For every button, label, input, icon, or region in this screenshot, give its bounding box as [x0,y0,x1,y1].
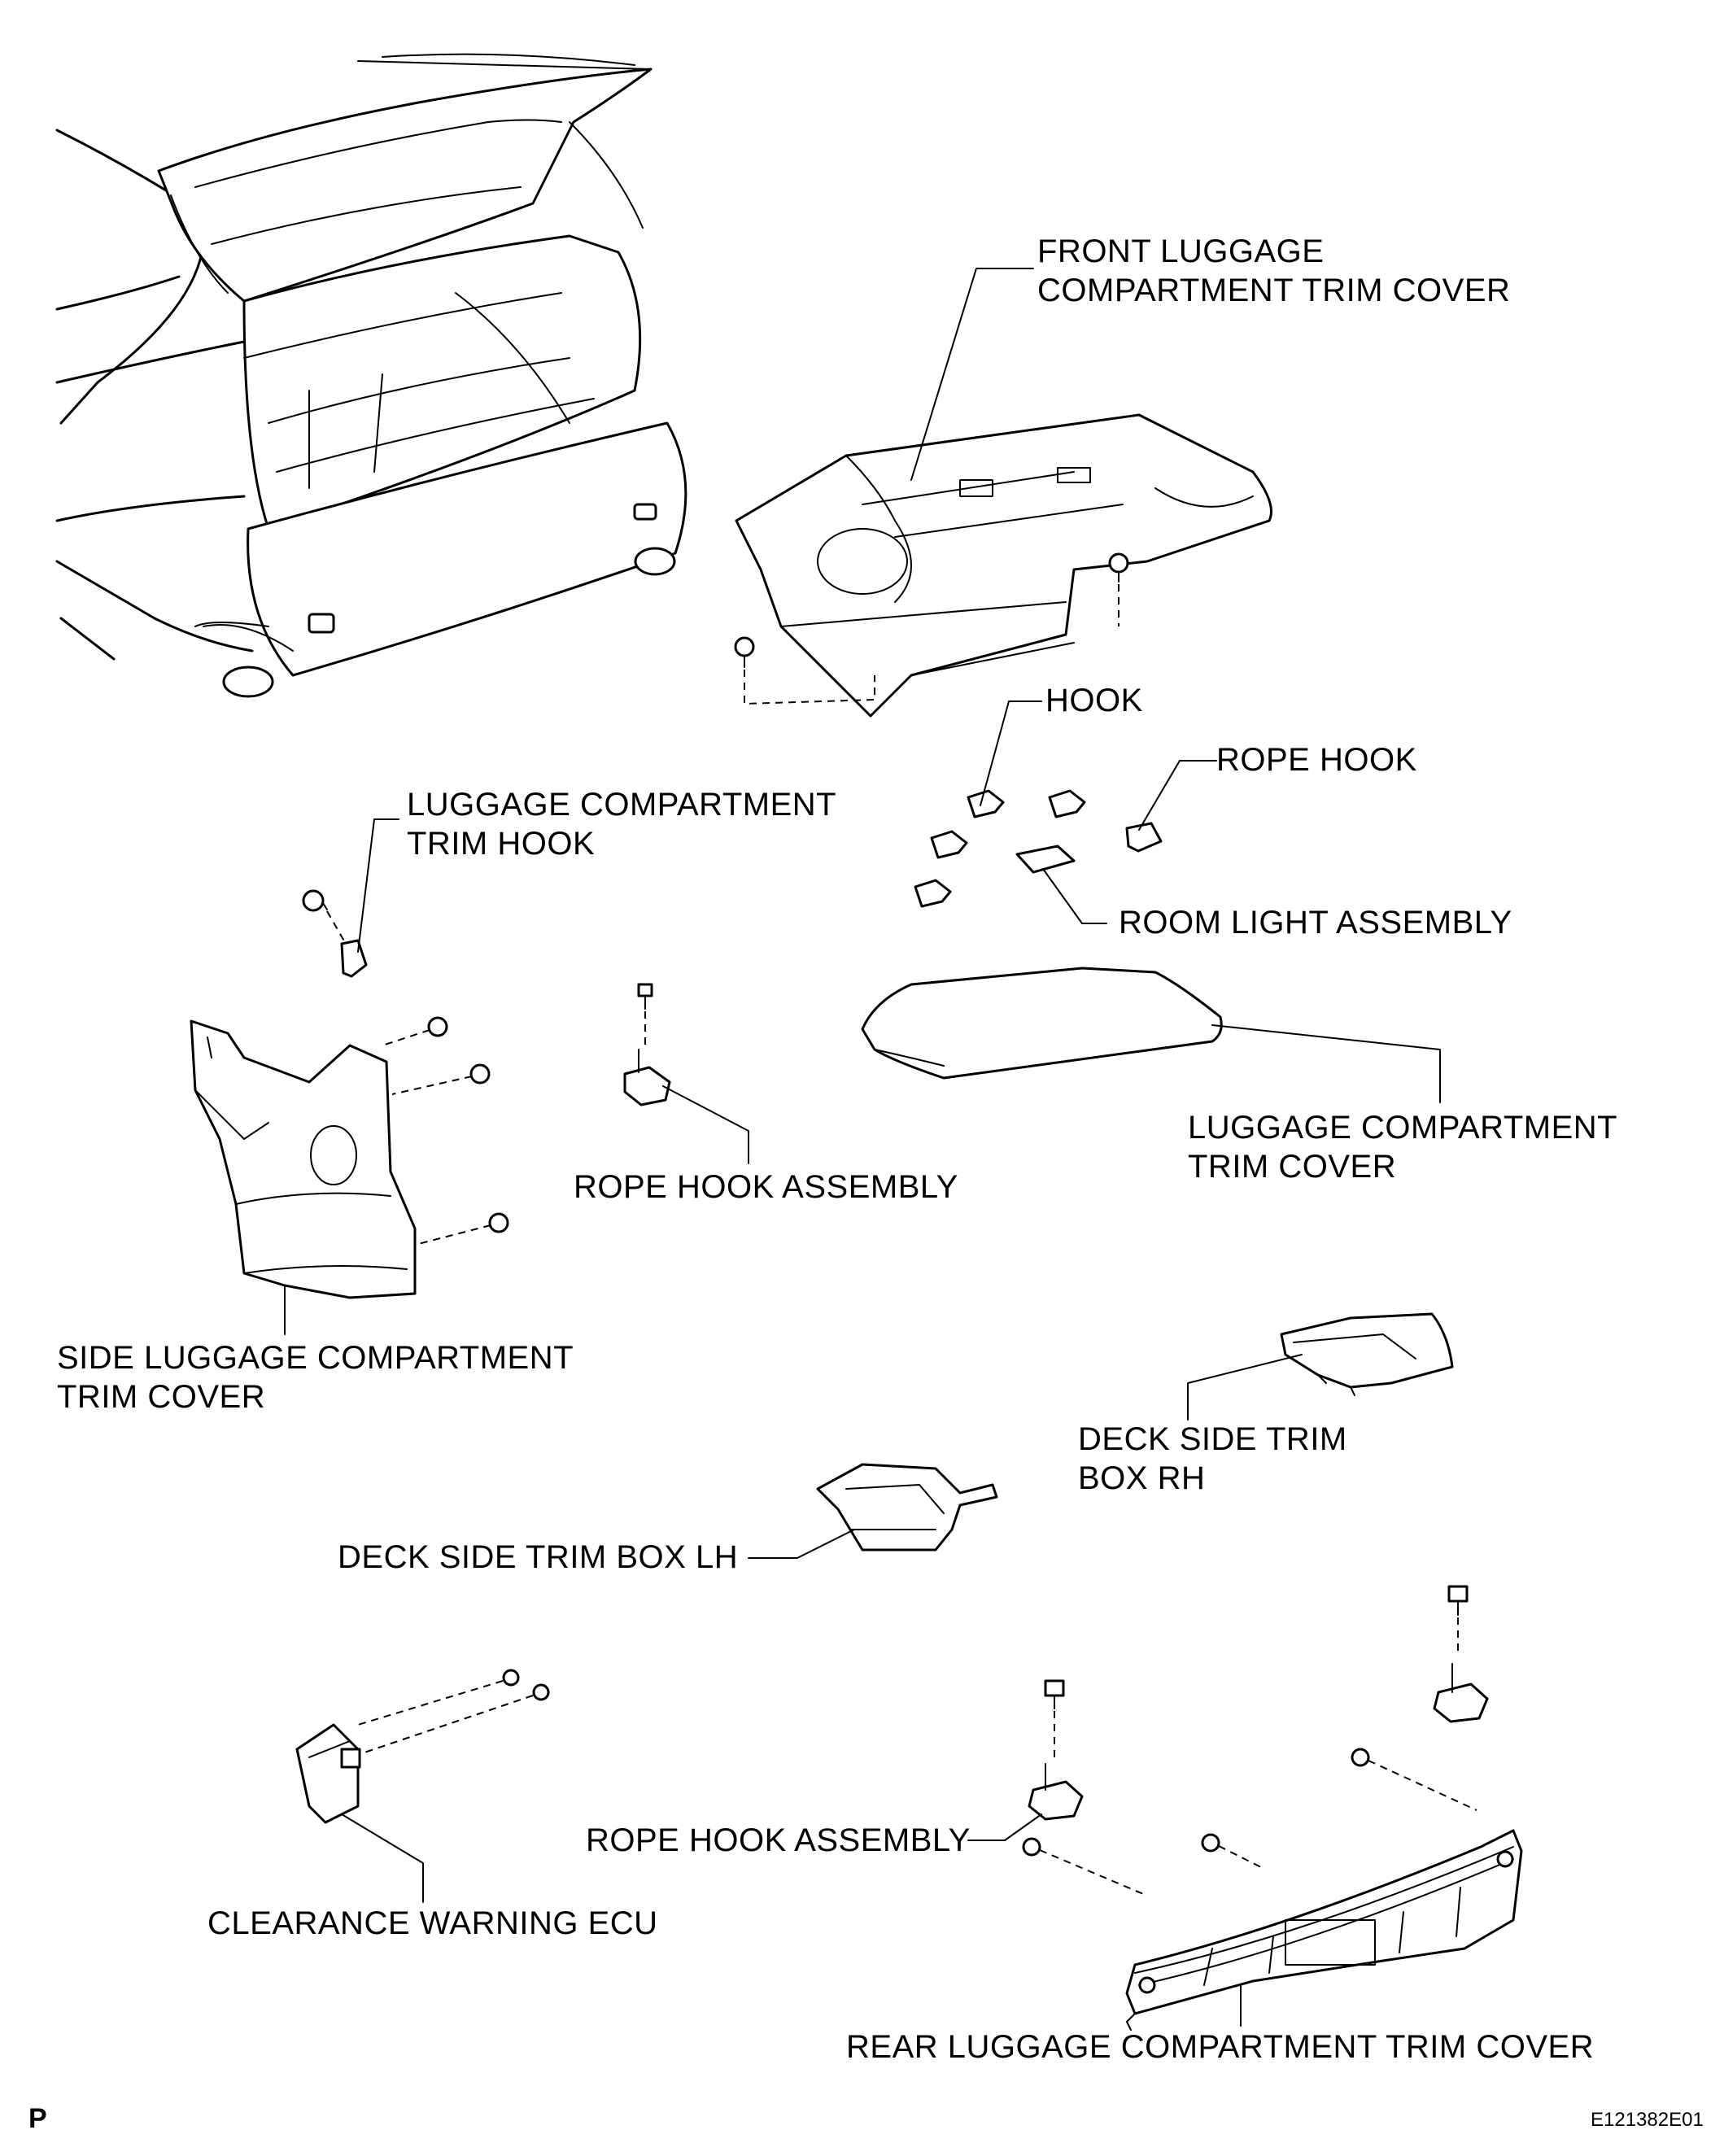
label-side-luggage-trim-cover-line2: TRIM COVER [57,1379,266,1415]
leader-rope-hook-lower [967,1813,1042,1841]
rope-hook-assembly-lower-drawing [1028,1585,1489,1821]
side-luggage-compartment-trim-cover-drawing [190,1019,417,1299]
label-front-luggage-trim-cover-line2: COMPARTMENT TRIM COVER [1037,273,1511,308]
hooks-drawing [914,789,1163,908]
footer-figure-code: E121382E01 [1591,2109,1704,2131]
deck-side-trim-box-rh-drawing [1280,1312,1454,1396]
leader-rope-hook [1138,760,1217,831]
leader-trim-hook [357,818,399,953]
label-luggage-trim-cover-line2: TRIM COVER [1188,1149,1397,1185]
leader-luggage-trim-cover [1211,1024,1441,1103]
deck-side-trim-box-lh-drawing [816,1463,998,1552]
footer-left-mark: P [28,2103,47,2134]
label-rope-hook: ROPE HOOK [1216,742,1417,778]
leader-clearance-ecu [341,1813,424,1903]
leader-rope-hook-upper [662,1085,749,1164]
label-clearance-warning-ecu: CLEARANCE WARNING ECU [207,1905,658,1941]
luggage-compartment-trim-cover-drawing [861,967,1223,1080]
label-side-luggage-trim-cover-line1: SIDE LUGGAGE COMPARTMENT [57,1340,574,1376]
side-trim-cover-clips [382,1016,509,1246]
clearance-warning-ecu-drawing [295,1669,550,1824]
label-luggage-trim-hook-line2: TRIM HOOK [407,826,596,862]
rear-luggage-compartment-trim-cover-drawing [1022,1748,1523,2031]
leader-room-light [1042,868,1107,924]
front-trim-cover-clips [734,552,1129,705]
label-rope-hook-assembly-upper: ROPE HOOK ASSEMBLY [574,1169,958,1205]
label-deck-side-trim-box-rh-line1: DECK SIDE TRIM [1078,1421,1347,1457]
leader-hook [980,700,1042,806]
rope-hook-assembly-upper-drawing [623,983,671,1106]
label-luggage-trim-cover-line1: LUGGAGE COMPARTMENT [1188,1110,1618,1146]
front-luggage-compartment-trim-cover-drawing [735,413,1272,718]
leader-front-trim-cover [910,268,1034,481]
label-front-luggage-trim-cover-line1: FRONT LUGGAGE [1037,233,1325,269]
vehicle-rear-illustration [55,53,687,698]
label-deck-side-trim-box-lh: DECK SIDE TRIM BOX LH [338,1539,739,1575]
label-hook: HOOK [1045,683,1143,718]
label-room-light-assembly: ROOM LIGHT ASSEMBLY [1119,905,1512,941]
leader-deck-side-lh [748,1529,855,1559]
leader-deck-side-rh [1187,1354,1303,1421]
luggage-compartment-trim-hook-drawing [302,889,368,978]
label-deck-side-trim-box-rh-line2: BOX RH [1078,1460,1206,1496]
label-luggage-trim-hook-line1: LUGGAGE COMPARTMENT [407,787,837,823]
label-rear-luggage-trim-cover: REAR LUGGAGE COMPARTMENT TRIM COVER [846,2029,1595,2065]
label-rope-hook-assembly-lower: ROPE HOOK ASSEMBLY [586,1822,971,1858]
